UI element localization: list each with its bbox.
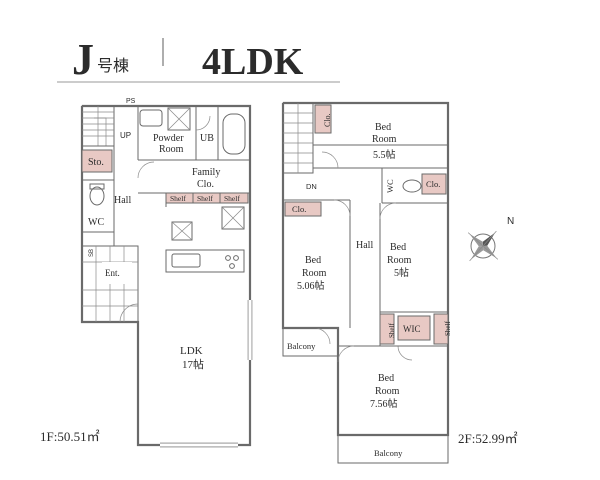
svg-text:Shelf: Shelf xyxy=(388,323,396,338)
family-clo-line2: Clo. xyxy=(197,179,214,190)
svg-text:Shelf: Shelf xyxy=(444,321,452,336)
floor-1-area: 1F:50.51㎡ xyxy=(40,429,100,444)
floor-1-wc-label: WC xyxy=(88,217,104,228)
floor-1-ent-label: Ent. xyxy=(105,268,120,278)
svg-text:Shelf: Shelf xyxy=(224,194,240,203)
layout-type: 4LDK xyxy=(202,41,304,83)
bed-d-line1: Bed xyxy=(378,373,394,384)
svg-text:Clo.: Clo. xyxy=(323,113,332,127)
svg-text:WIC: WIC xyxy=(403,324,421,334)
bed-c-line1: Bed xyxy=(390,242,406,253)
bed-b-line2: Room xyxy=(302,268,327,279)
svg-text:Shelf: Shelf xyxy=(170,194,186,203)
building-suffix: 号棟 xyxy=(97,57,129,75)
floor-1-ub-label: UB xyxy=(200,133,214,144)
bed-a-size: 5.5帖 xyxy=(373,148,396,161)
floor-1-hall-label: Hall xyxy=(114,195,131,206)
compass: N xyxy=(467,216,514,262)
floor-2-dn-label: DN xyxy=(306,182,317,191)
bed-c-size: 5帖 xyxy=(394,266,409,279)
powder-room-line2: Room xyxy=(159,144,184,155)
floor-1-sb-label: SB xyxy=(89,249,95,257)
ldk-size: 17帖 xyxy=(182,358,204,371)
floor-2-clo-mid xyxy=(284,201,322,217)
floor-2-plan: DN Clo. Bed Room 5.5帖 WC Clo. Clo. Bed R… xyxy=(281,101,518,464)
floor-1-up-label: UP xyxy=(120,131,131,140)
bed-d-size: 7.56帖 xyxy=(370,397,398,410)
svg-text:Balcony: Balcony xyxy=(374,448,403,458)
floor-1-sto-label: Sto. xyxy=(88,157,104,168)
fridge-space xyxy=(221,206,245,230)
header: J 号棟 4LDK xyxy=(57,35,340,84)
balcony-large xyxy=(337,434,449,464)
bed-d-line2: Room xyxy=(375,386,400,397)
floor-2-shelf-right xyxy=(433,313,449,345)
floor-2-wc-label: WC xyxy=(385,179,395,193)
compass-north-label: N xyxy=(507,216,514,227)
floor-2-hall-label: Hall xyxy=(356,240,373,251)
balcony-small xyxy=(282,327,339,357)
svg-text:Clo.: Clo. xyxy=(292,204,306,214)
bed-a-line1: Bed xyxy=(375,122,391,133)
kitchen-counter xyxy=(165,249,245,273)
floor-2-area: 2F:52.99㎡ xyxy=(458,431,518,446)
family-clo-line1: Family xyxy=(192,167,220,178)
bed-a-line2: Room xyxy=(372,134,397,145)
bed-c-line2: Room xyxy=(387,255,412,266)
powder-room-line1: Powder xyxy=(153,133,184,144)
floor-2-shelf-left xyxy=(379,313,395,345)
floor-2-clo-top xyxy=(314,104,332,134)
bathtub xyxy=(222,113,246,155)
floor-2-toilet xyxy=(402,179,422,193)
svg-text:Balcony: Balcony xyxy=(287,341,316,351)
floor-1-storage xyxy=(81,149,113,173)
svg-text:Shelf: Shelf xyxy=(197,194,213,203)
building-letter: J xyxy=(72,35,94,84)
bed-b-size: 5.06帖 xyxy=(297,279,325,292)
bed-b-line1: Bed xyxy=(305,255,321,266)
floor-1-toilet xyxy=(89,186,105,206)
ldk-label: LDK xyxy=(180,345,203,357)
floor-1-ps-label: PS xyxy=(126,98,136,105)
floor-1-plan: UP PS Sto. WC Hall Ent. SB Po xyxy=(40,98,253,448)
floor-2-clo-wc xyxy=(421,173,447,195)
floor-1-shelf-3 xyxy=(219,192,249,204)
floor-1-sink xyxy=(139,109,163,127)
svg-text:Clo.: Clo. xyxy=(426,179,440,189)
floor-2-wic-box xyxy=(397,315,431,341)
kitchen-sink xyxy=(171,253,201,268)
